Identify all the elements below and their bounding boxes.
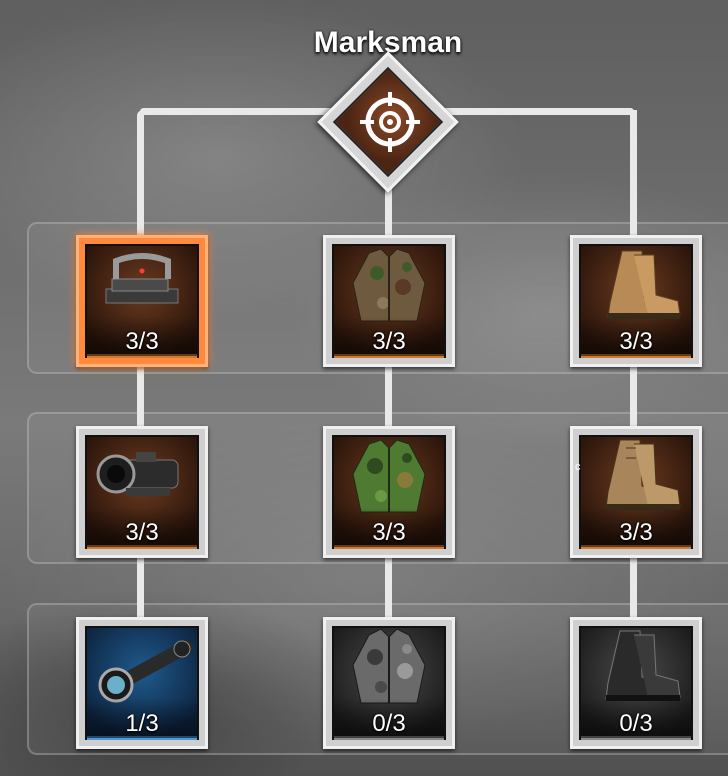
node-level: 0/3 [372,710,406,737]
connector-col1-top [137,110,144,240]
desert-boots-icon [607,250,681,319]
root-skill-node[interactable] [317,51,459,193]
connector-col2-top [385,180,392,240]
connector-col3-r2-r3 [630,555,637,620]
connector-col2-r2-r3 [385,555,392,620]
urban-camo-jacket-icon [352,628,426,704]
node-level: 3/3 [372,328,406,355]
camo-jacket-icon [352,248,426,322]
skill-node-green-camo-jacket[interactable]: 3/3 [323,426,455,558]
connector-col3-top [630,110,637,240]
node-level: 3/3 [619,328,653,355]
black-combat-boots-icon [605,630,681,701]
connector-col3-r1-r2 [630,365,637,430]
connector-col1-r2-r3 [137,555,144,620]
tan-combat-boots-icon [605,439,681,510]
node-level: 3/3 [125,328,159,355]
node-level: 3/3 [125,519,159,546]
node-level: 0/3 [619,710,653,737]
skill-node-camo-jacket[interactable]: 3/3 [323,235,455,367]
stray-glyph: c [575,461,581,473]
skill-node-black-combat-boots[interactable]: 0/3 [570,617,702,749]
skill-node-red-dot-sight[interactable]: 3/3 [76,235,208,367]
node-level: 3/3 [372,519,406,546]
skill-node-tan-combat-boots[interactable]: 3/3 [570,426,702,558]
red-dot-sight-icon [105,253,179,304]
sniper-scope-icon [98,640,193,703]
connector-col1-r1-r2 [137,365,144,430]
node-level: 1/3 [125,710,159,737]
skill-node-tactical-scope[interactable]: 3/3 [76,426,208,558]
connector-col2-r1-r2 [385,365,392,430]
skill-node-urban-camo-jacket[interactable]: 0/3 [323,617,455,749]
green-camo-jacket-icon [352,439,426,513]
skill-node-sniper-scope[interactable]: 1/3 [76,617,208,749]
skill-node-desert-boots[interactable]: 3/3 [570,235,702,367]
tactical-scope-icon [96,452,179,496]
crosshair-target-icon [360,92,420,152]
node-level: 3/3 [619,519,653,546]
